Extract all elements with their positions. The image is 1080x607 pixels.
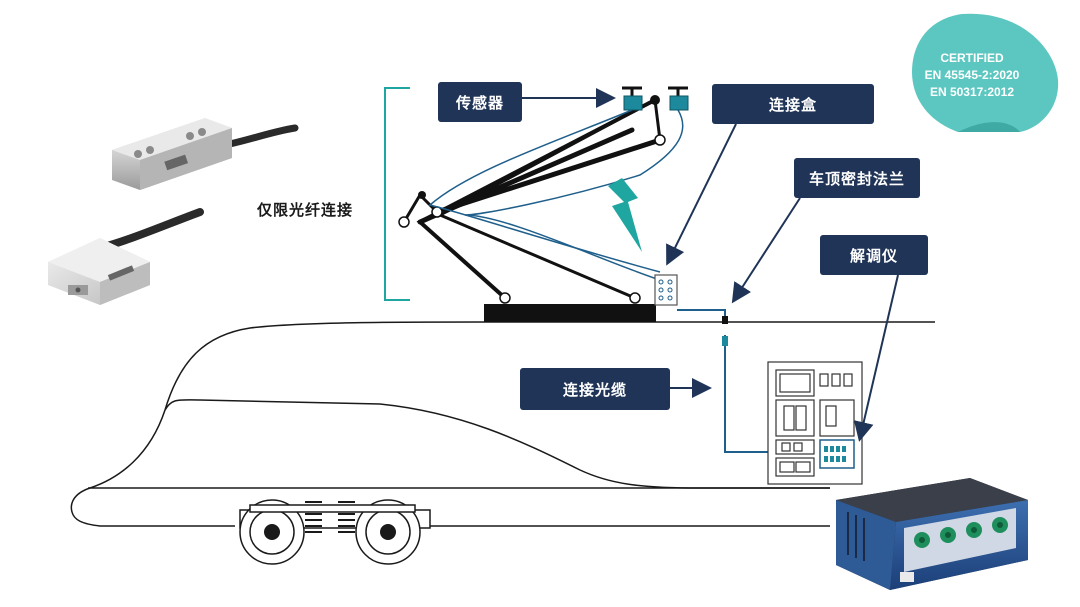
- label-fiber-only: 仅限光纤连接: [257, 201, 354, 219]
- pantograph-base: [484, 304, 656, 322]
- label-arrows: [522, 88, 899, 442]
- lightning-bolt-icon: [608, 178, 642, 252]
- junction-box: [654, 274, 678, 306]
- bracket-line: [384, 87, 410, 301]
- cert-line-2: EN 45545-2:2020: [925, 68, 1020, 82]
- sensor-device-photo-bottom: [48, 208, 204, 305]
- cable-connector: [722, 336, 728, 346]
- sensor-device-photo-top: [112, 118, 299, 190]
- cert-line-1: CERTIFIED: [940, 51, 1004, 65]
- interrogator-device-photo: [836, 478, 1028, 590]
- equipment-cabinet: [767, 361, 863, 485]
- certification-badge: CERTIFIED EN 45545-2:2020 EN 50317:2012: [912, 13, 1059, 133]
- fiber-line-pantograph: [428, 109, 684, 281]
- label-fiber-cable: 连接光缆: [520, 368, 670, 410]
- label-sensor: 传感器: [438, 82, 522, 122]
- bogie: [239, 499, 431, 565]
- train-outline: [70, 321, 935, 527]
- label-junction-box: 连接盒: [712, 84, 874, 124]
- cert-line-3: EN 50317:2012: [930, 85, 1014, 99]
- roof-flange: [722, 316, 728, 324]
- interrogator-mini: [824, 446, 846, 462]
- label-roof-flange: 车顶密封法兰: [794, 158, 920, 198]
- label-interrogator: 解调仪: [820, 235, 928, 275]
- sensor-head-right: [668, 86, 689, 111]
- sensor-head-left: [622, 86, 643, 111]
